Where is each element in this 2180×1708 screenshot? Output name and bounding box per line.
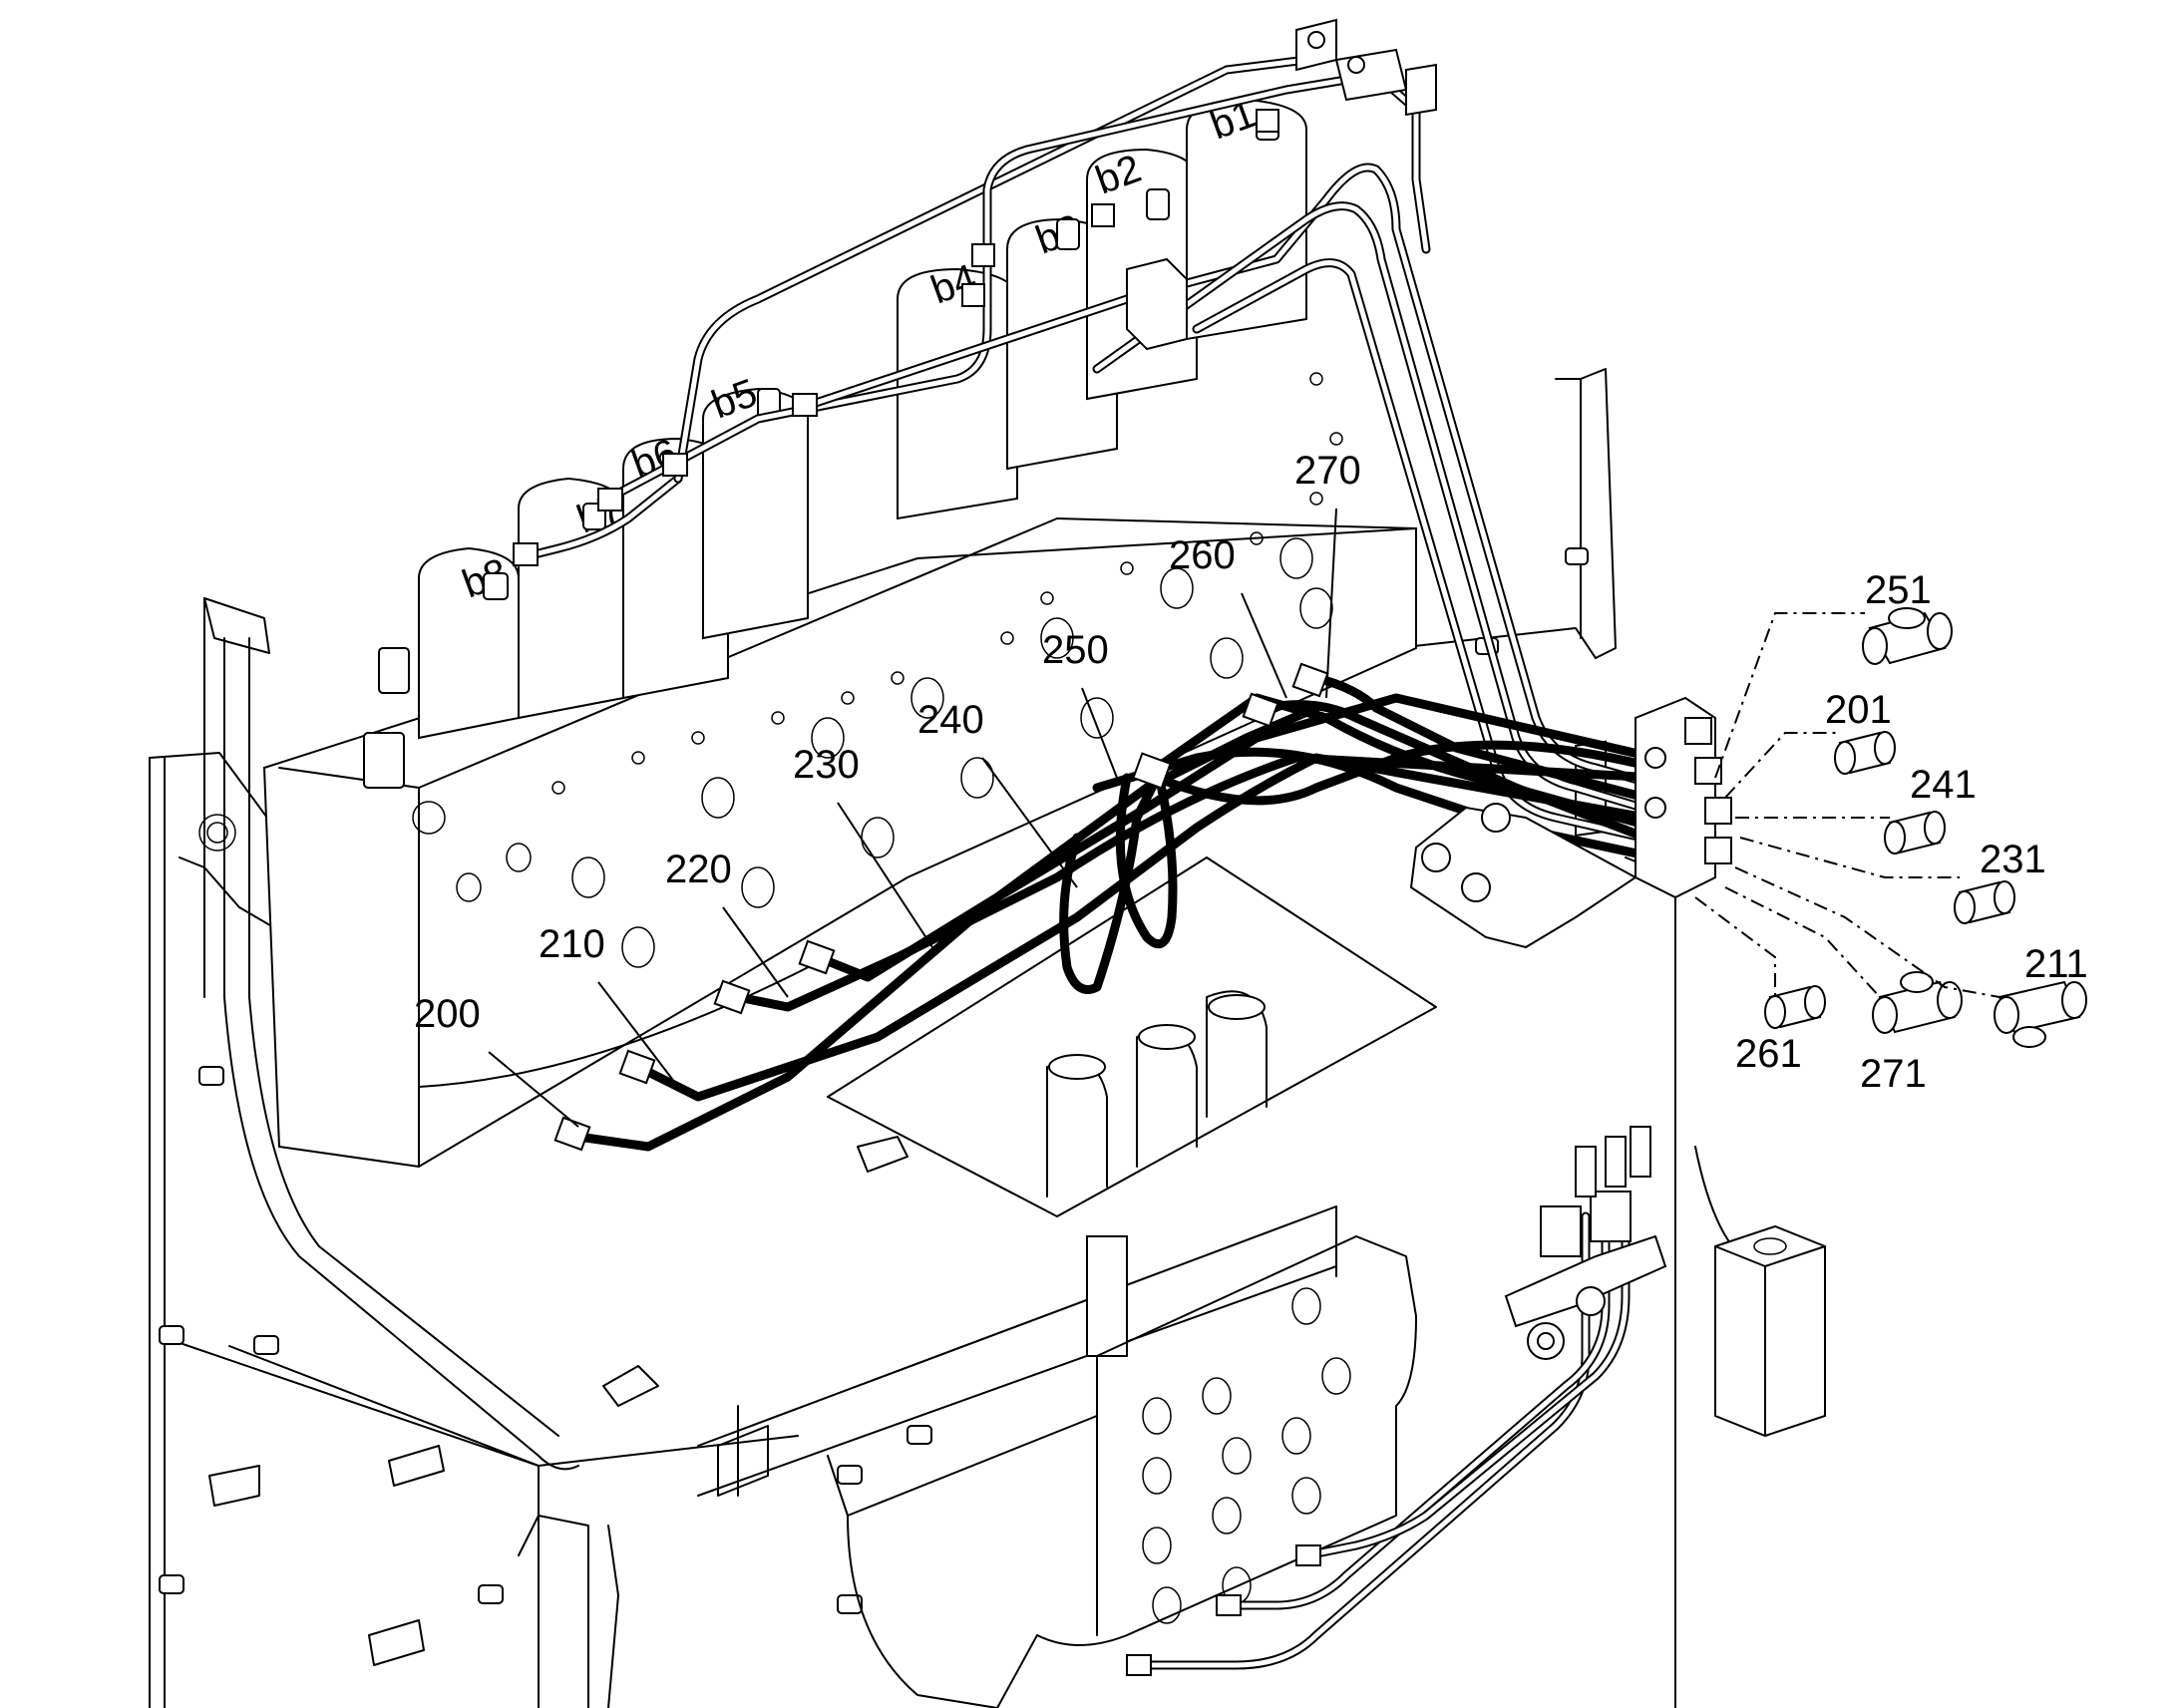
exploded-fittings (1764, 607, 2087, 1048)
fitting-211 (1994, 980, 2087, 1048)
callout-230: 230 (793, 743, 860, 787)
callout-241: 241 (1910, 763, 1977, 807)
lower-pipe-bundle (1126, 1126, 1667, 1676)
fitting-271 (1872, 971, 1963, 1034)
callout-210: 210 (539, 922, 605, 966)
callout-211: 211 (2024, 942, 2088, 986)
callout-251: 251 (1865, 568, 1932, 612)
fitting-201 (1834, 731, 1896, 775)
callout-261: 261 (1735, 1032, 1802, 1076)
fitting-231 (1954, 880, 2015, 924)
explosion-lines (1694, 612, 2000, 998)
callout-240: 240 (917, 698, 984, 742)
fitting-241 (1884, 811, 1946, 854)
frame-bolts (159, 547, 1589, 1614)
fitting-251 (1862, 607, 1953, 665)
fitting-261 (1764, 985, 1826, 1029)
callout-250: 250 (1042, 628, 1109, 672)
callout-leaders (488, 508, 1337, 1128)
mounting-bracket (1409, 803, 1637, 949)
callout-231: 231 (1980, 838, 2046, 881)
sump-holes (1142, 1287, 1351, 1624)
cylinder-block (262, 372, 1437, 1217)
distributor-block (1635, 696, 1732, 899)
callouts: 200 210 220 230 240 250 260 270 251 201 … (414, 449, 2088, 1096)
callout-270: 270 (1294, 449, 1361, 493)
lower-sump (827, 1235, 1417, 1708)
callout-201: 201 (1825, 688, 1892, 732)
callout-220: 220 (665, 848, 732, 891)
callout-200: 200 (414, 992, 481, 1036)
callout-271: 271 (1860, 1052, 1927, 1096)
callout-260: 260 (1169, 533, 1236, 577)
